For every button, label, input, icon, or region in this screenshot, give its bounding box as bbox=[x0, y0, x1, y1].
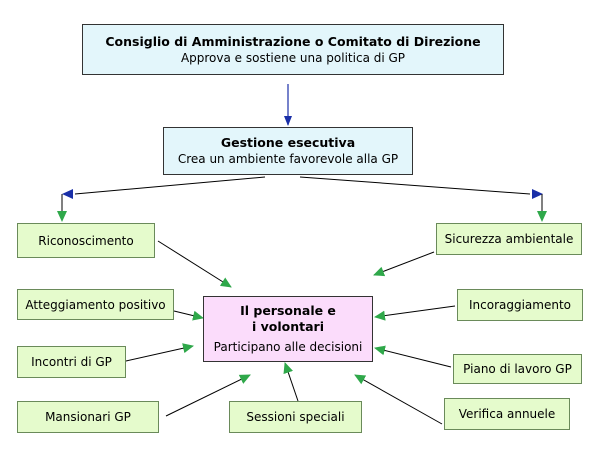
arrow-verifica-center bbox=[354, 374, 443, 425]
arrowhead-right-blue bbox=[532, 189, 543, 199]
board-subtitle: Approva e sostiene una politica di GP bbox=[180, 50, 406, 65]
node-verifica-annuele: Verifica annuele bbox=[444, 398, 570, 430]
node-mansionari-gp: Mansionari GP bbox=[17, 401, 159, 433]
line-exec-to-left bbox=[74, 176, 266, 195]
arrow-mansionari-center bbox=[165, 374, 251, 417]
node-label: Piano di lavoro GP bbox=[463, 362, 572, 376]
node-incontri-di-gp: Incontri di GP bbox=[17, 346, 126, 378]
arrow-incoraggiamento-center bbox=[374, 305, 456, 321]
arrowhead-left-blue bbox=[62, 189, 73, 199]
node-sicurezza-ambientale: Sicurezza ambientale bbox=[436, 223, 582, 255]
node-piano-di-lavoro-gp: Piano di lavoro GP bbox=[453, 354, 582, 384]
arrow-incontri-center bbox=[125, 343, 194, 362]
staff-subtitle: Participano alle decisioni bbox=[213, 340, 363, 354]
arrow-sicurezza-center bbox=[373, 251, 435, 277]
staff-title-line1: Il personale e bbox=[240, 303, 336, 318]
executive-node: Gestione esecutiva Crea un ambiente favo… bbox=[163, 127, 413, 175]
node-atteggiamento-positivo: Atteggiamento positivo bbox=[17, 289, 174, 320]
node-label: Incontri di GP bbox=[31, 355, 112, 369]
staff-title-line2: i volontari bbox=[251, 319, 324, 334]
node-label: Riconoscimento bbox=[38, 233, 134, 248]
arrow-atteggiamento-center bbox=[173, 310, 204, 321]
board-title: Consiglio di Amministrazione o Comitato … bbox=[105, 33, 481, 49]
staff-node: Il personale e i volontari Participano a… bbox=[203, 296, 373, 362]
executive-title: Gestione esecutiva bbox=[220, 135, 356, 150]
line-exec-to-right bbox=[299, 176, 531, 195]
arrow-riconoscimento-center bbox=[157, 240, 232, 288]
board-node: Consiglio di Amministrazione o Comitato … bbox=[82, 24, 504, 75]
node-label: Verifica annuele bbox=[458, 407, 556, 421]
node-riconoscimento: Riconoscimento bbox=[17, 223, 155, 258]
node-label: Mansionari GP bbox=[45, 410, 131, 424]
node-label: Atteggiamento positivo bbox=[25, 297, 166, 312]
node-sessioni-speciali: Sessioni speciali bbox=[229, 401, 362, 433]
arrow-piano-center bbox=[374, 345, 452, 368]
node-label: Incoraggiamento bbox=[468, 298, 572, 312]
node-label: Sicurezza ambientale bbox=[444, 232, 574, 246]
node-label: Sessioni speciali bbox=[246, 410, 345, 424]
arrow-sessioni-center bbox=[283, 362, 299, 402]
node-incoraggiamento: Incoraggiamento bbox=[457, 289, 583, 321]
executive-subtitle: Crea un ambiente favorevole alla GP bbox=[177, 152, 399, 166]
